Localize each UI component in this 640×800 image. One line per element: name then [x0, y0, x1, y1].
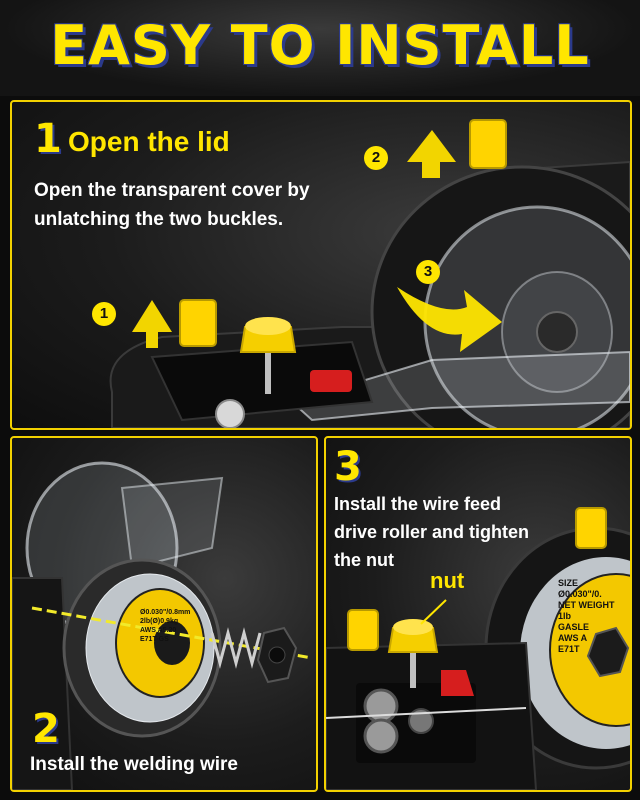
spool-label: Ø0.030"/0.8mm 2lb(Ø)0.9kg AWS A5.20 E71T…	[140, 608, 191, 644]
spool-weight: 2lb(Ø)0.9kg	[140, 618, 179, 625]
step2-number: 2	[32, 706, 60, 752]
spool-size: Ø0.030"/0.8mm	[140, 609, 191, 616]
step1-heading: Open the lid	[68, 126, 230, 157]
step1-description-line: unlatching the two buckles.	[34, 209, 284, 230]
buckle-left	[179, 299, 217, 347]
spool-type: E71T	[558, 644, 580, 654]
step1-number: 1	[34, 116, 62, 162]
page-title: EASY TO INSTALL	[50, 14, 590, 77]
marker-2: 2	[364, 146, 388, 170]
spool-size-title: SIZE	[558, 578, 579, 588]
spool-size: Ø0.030"/0.	[558, 589, 602, 599]
spool-weight: 1lb	[558, 611, 572, 621]
red-lever	[310, 370, 352, 392]
spool-aws: AWS A5.20	[140, 627, 177, 634]
step3-description-line: drive roller and tighten	[334, 522, 530, 542]
step3-description: Install the wire feed drive roller and t…	[334, 490, 529, 574]
nut-callout: nut	[430, 568, 465, 593]
step3-panel: SIZE Ø0.030"/0. NET WEIGHT 1lb GASLE AWS…	[324, 436, 632, 792]
step3-number: 3	[334, 444, 362, 490]
step1-description: Open the transparent cover by unlatching…	[34, 176, 310, 234]
spool-aws: AWS A	[558, 633, 588, 643]
step2-caption: Install the welding wire	[30, 754, 238, 775]
spool-label-right: SIZE Ø0.030"/0. NET WEIGHT 1lb GASLE AWS…	[558, 578, 615, 655]
step3-illustration	[326, 507, 630, 790]
step2-illustration	[12, 461, 313, 790]
step1-description-line: Open the transparent cover by	[34, 180, 310, 201]
spool-brand: GASLE	[558, 622, 590, 632]
step3-description-line: Install the wire feed	[334, 494, 502, 514]
buckle-right	[469, 119, 507, 169]
step2-panel: Ø0.030"/0.8mm 2lb(Ø)0.9kg AWS A5.20 E71T…	[10, 436, 318, 792]
marker-3: 3	[416, 260, 440, 284]
step1-illustration	[109, 119, 630, 428]
step1-panel: 1 Open the lid Open the transparent cove…	[10, 100, 632, 430]
header-banner: EASY TO INSTALL	[0, 0, 640, 96]
step3-description-line: the nut	[334, 550, 394, 570]
spool-weight-title: NET WEIGHT	[558, 600, 615, 610]
marker-1: 1	[92, 302, 116, 326]
spool-type: E71T-GS	[140, 636, 169, 643]
